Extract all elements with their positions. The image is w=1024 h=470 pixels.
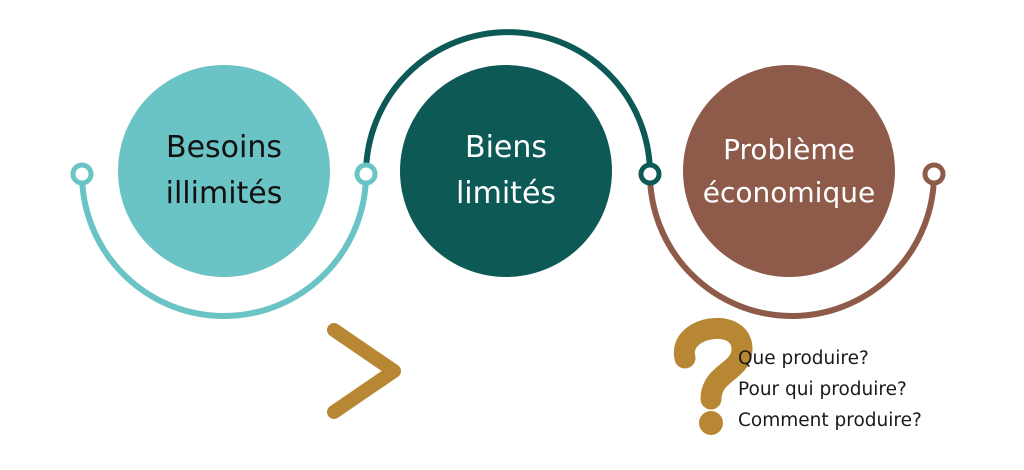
- arc-node-1: [70, 162, 94, 186]
- question-mark-icon: [673, 317, 753, 435]
- arc-node-2: [354, 162, 378, 186]
- arc-1: [79, 173, 369, 319]
- arc-3: [647, 173, 937, 319]
- step-circle-probleme: Problème économique: [683, 65, 895, 277]
- arc-node-4: [922, 162, 946, 186]
- arc-2: [363, 29, 653, 175]
- step-label-line2: économique: [702, 176, 876, 209]
- question-item: Pour qui produire?: [738, 379, 907, 400]
- step-circle-besoins: Besoins illimités: [118, 65, 330, 277]
- step-label-line1: Problème: [723, 132, 855, 166]
- question-item: Comment produire?: [738, 410, 922, 431]
- step-label-line1: Besoins: [165, 129, 282, 165]
- question-list: Que produire? Pour qui produire? Comment…: [738, 343, 922, 436]
- chevron-right-icon: [327, 323, 401, 419]
- question-item: Que produire?: [738, 348, 869, 369]
- step-label-line2: limités: [455, 176, 557, 211]
- step-circle-biens: Biens limités: [400, 65, 612, 277]
- step-label-line2: illimités: [165, 176, 283, 211]
- step-label-line1: Biens: [464, 129, 548, 165]
- arc-node-3: [638, 162, 662, 186]
